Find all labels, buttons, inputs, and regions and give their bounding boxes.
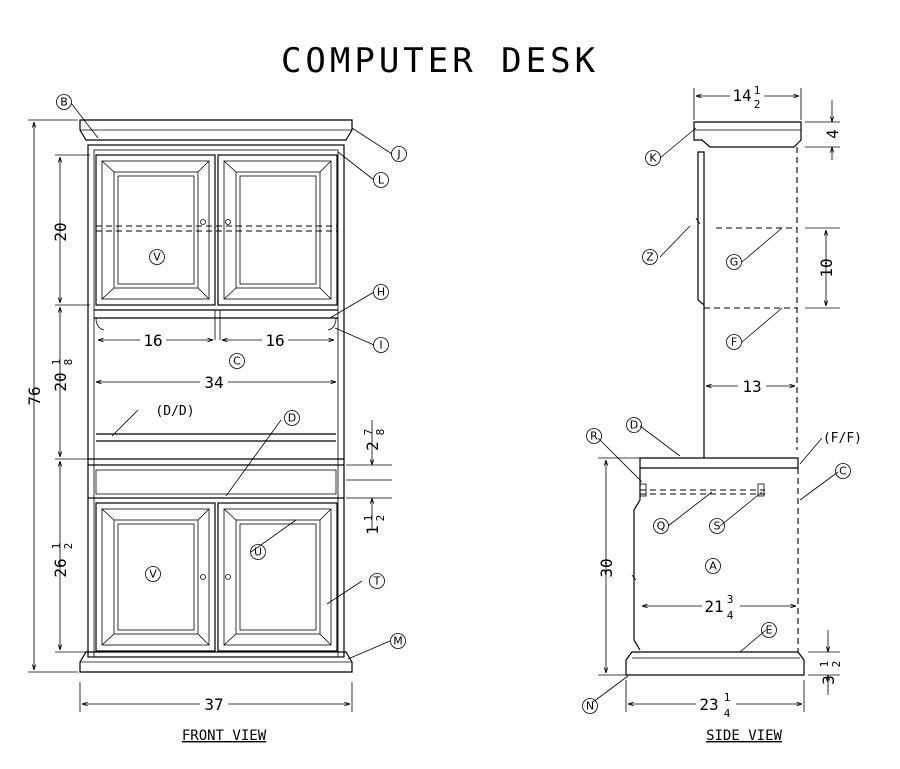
dim-drawer-num: 7 [362,429,375,436]
dim-inner-whole: 21 [704,597,723,616]
dim-left-shelf: 16 [143,331,162,350]
svg-text:C: C [839,465,847,478]
dim-overall-height: 76 [25,386,44,405]
callout-u: U [250,544,266,560]
dim-shelf-gap: 10 [817,258,836,277]
svg-text:H: H [377,286,385,299]
callout-e: E [761,622,777,638]
dim-crown: 4 [823,129,842,139]
dim-lower-whole: 26 [51,558,70,577]
dim-top-num: 1 [754,84,761,97]
dim-lower-num: 1 [50,543,63,550]
callout-k: K [645,150,661,166]
callout-s: S [709,518,725,534]
svg-text:V: V [153,251,161,264]
dim-drawer-den: 8 [374,429,387,436]
svg-text:V: V [149,568,157,581]
svg-text:K: K [649,152,657,165]
dim-gap-den: 2 [374,515,387,522]
svg-text:M: M [393,635,403,648]
callout-v-lower: V [145,566,161,582]
svg-text:S: S [714,520,721,533]
drawing-title: COMPUTER DESK [281,41,599,81]
dim-base-den: 4 [724,707,731,720]
dim-plinth-num: 1 [818,661,831,668]
svg-text:N: N [586,700,594,713]
dim-plinth-den: 2 [830,661,843,668]
note-dd: (D/D) [155,404,194,419]
front-view: 76 20 20 1 8 26 1 2 16 16 34 [25,102,393,744]
dim-inner-den: 4 [727,609,734,622]
svg-text:U: U [254,546,262,559]
dim-base-num: 1 [724,691,731,704]
dim-inner-width: 34 [204,373,223,392]
callout-c-side: C [835,463,851,479]
dim-gap-num: 1 [362,515,375,522]
svg-text:J: J [396,148,400,161]
dim-top-den: 2 [754,98,761,111]
svg-text:D: D [630,419,638,432]
svg-text:Q: Q [657,520,666,533]
dim-inner-num: 3 [727,593,734,606]
svg-text:E: E [766,624,773,637]
svg-text:T: T [373,575,381,588]
svg-text:A: A [709,560,717,573]
side-view: 14 1 2 4 10 13 30 21 3 4 23 1 4 [592,84,862,744]
svg-text:B: B [60,96,68,109]
callout-g: G [726,254,742,270]
svg-text:I: I [379,339,382,352]
callout-r: R [586,428,602,444]
svg-text:R: R [590,430,598,443]
callout-f: F [726,334,742,350]
svg-text:L: L [378,174,385,187]
dim-hutch-depth: 13 [742,377,761,396]
callout-d-side: D [626,417,642,433]
dim-gap-whole: 1 [363,525,382,535]
note-ff: (F/F) [823,431,862,446]
callout-a: A [705,558,721,574]
svg-text:Z: Z [646,251,654,264]
dim-plinth-whole: 3 [819,675,838,685]
svg-text:20: 20 [51,372,70,391]
callout-j: J [391,146,407,162]
callout-m: M [390,633,406,649]
callout-n: N [582,698,598,714]
dim-lower-den: 2 [62,543,75,550]
callout-i: I [373,337,389,353]
callout-v-upper: V [149,249,165,265]
callout-z: Z [642,249,658,265]
dim-middle-whole: 20 [51,372,70,391]
front-view-caption: FRONT VIEW [182,728,267,744]
dim-base-whole: 23 [699,695,718,714]
callout-t: T [369,573,385,589]
callout-l: L [373,172,389,188]
callout-h: H [373,284,389,300]
side-view-caption: SIDE VIEW [706,728,782,744]
dim-middle-den: 8 [62,359,75,366]
svg-text:D: D [288,412,296,425]
svg-text:C: C [233,355,241,368]
dim-overall-width: 37 [204,695,223,714]
callout-d-front: D [284,410,300,426]
callout-q: Q [653,518,669,534]
callouts: B J L V H I C D U V T M K Z G F D R C Q … [56,94,851,714]
dim-right-shelf: 16 [265,331,284,350]
callout-b: B [56,94,72,110]
callout-c-front: C [229,353,245,369]
svg-text:G: G [730,256,739,269]
dim-middle-num: 1 [50,359,63,366]
dim-top-whole: 14 [732,86,751,105]
svg-text:F: F [731,336,737,349]
dim-upper-height: 20 [51,222,70,241]
dim-drawer-whole: 2 [363,441,382,451]
dim-desk-height: 30 [597,558,616,577]
